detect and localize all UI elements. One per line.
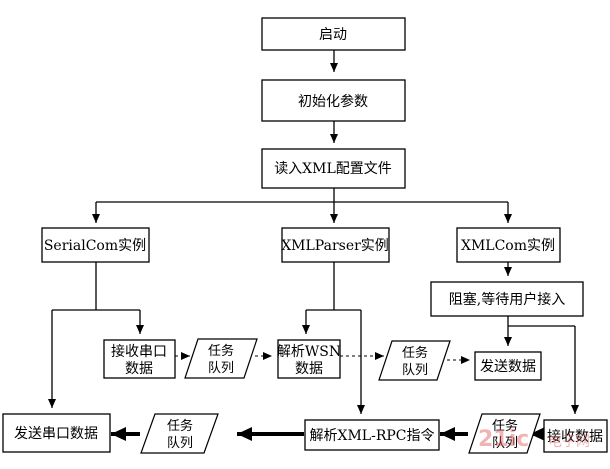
svg-text:XMLCom实例: XMLCom实例 [461, 238, 555, 254]
svg-text:电子网: 电子网 [548, 434, 590, 450]
node-start: 启动 [261, 17, 406, 51]
queue-rpc-to-serial: 任务 队列 [140, 413, 219, 454]
svg-text:队列: 队列 [492, 436, 518, 451]
queue-recv-to-rpc: 任务 队列 [468, 413, 541, 454]
node-block-wait: 阻塞,等待用户接入 [430, 281, 584, 317]
node-xmlparser: XMLParser实例 [281, 227, 390, 263]
node-xmlcom: XMLCom实例 [456, 227, 561, 263]
node-read-xml: 读入XML配置文件 [261, 148, 406, 189]
svg-text:发送串口数据: 发送串口数据 [14, 426, 98, 442]
svg-text:初始化参数: 初始化参数 [298, 93, 368, 110]
svg-text:任务: 任务 [208, 343, 234, 359]
svg-text:数据: 数据 [295, 361, 323, 377]
svg-text:启动: 启动 [319, 27, 347, 43]
svg-text:数据: 数据 [125, 361, 153, 377]
node-parse-wsn: 解析WSN 数据 [277, 339, 341, 379]
svg-text:队列: 队列 [167, 436, 193, 451]
watermark-logo: 21ic 电子网 [478, 427, 590, 452]
svg-text:队列: 队列 [208, 361, 234, 376]
svg-text:阻塞,等待用户接入: 阻塞,等待用户接入 [449, 291, 565, 308]
node-send-serial: 发送串口数据 [2, 413, 111, 453]
connectors [48, 50, 579, 441]
svg-text:解析XML-RPC指令: 解析XML-RPC指令 [309, 428, 434, 444]
queue-wsn-to-send: 任务 队列 [378, 340, 451, 381]
svg-text:读入XML配置文件: 读入XML配置文件 [274, 160, 392, 177]
svg-text:队列: 队列 [402, 363, 428, 378]
node-send-data: 发送数据 [474, 351, 542, 381]
svg-text:SerialCom实例: SerialCom实例 [44, 238, 146, 254]
svg-text:任务: 任务 [167, 418, 193, 434]
svg-text:任务: 任务 [492, 418, 518, 434]
svg-text:21ic: 21ic [478, 427, 529, 452]
node-parse-rpc: 解析XML-RPC指令 [304, 419, 440, 451]
svg-text:解析WSN: 解析WSN [277, 344, 341, 360]
svg-text:接收串口: 接收串口 [111, 343, 167, 360]
svg-text:发送数据: 发送数据 [480, 359, 536, 375]
svg-text:XMLParser实例: XMLParser实例 [281, 238, 389, 254]
svg-text:任务: 任务 [402, 345, 428, 361]
node-serialcom: SerialCom实例 [41, 227, 150, 263]
queue-recv-to-wsn: 任务 队列 [184, 338, 258, 379]
node-init-params: 初始化参数 [261, 79, 406, 122]
node-recv-data: 接收数据 [543, 419, 608, 453]
node-recv-serial: 接收串口 数据 [103, 339, 176, 379]
svg-text:接收数据: 接收数据 [547, 428, 603, 445]
